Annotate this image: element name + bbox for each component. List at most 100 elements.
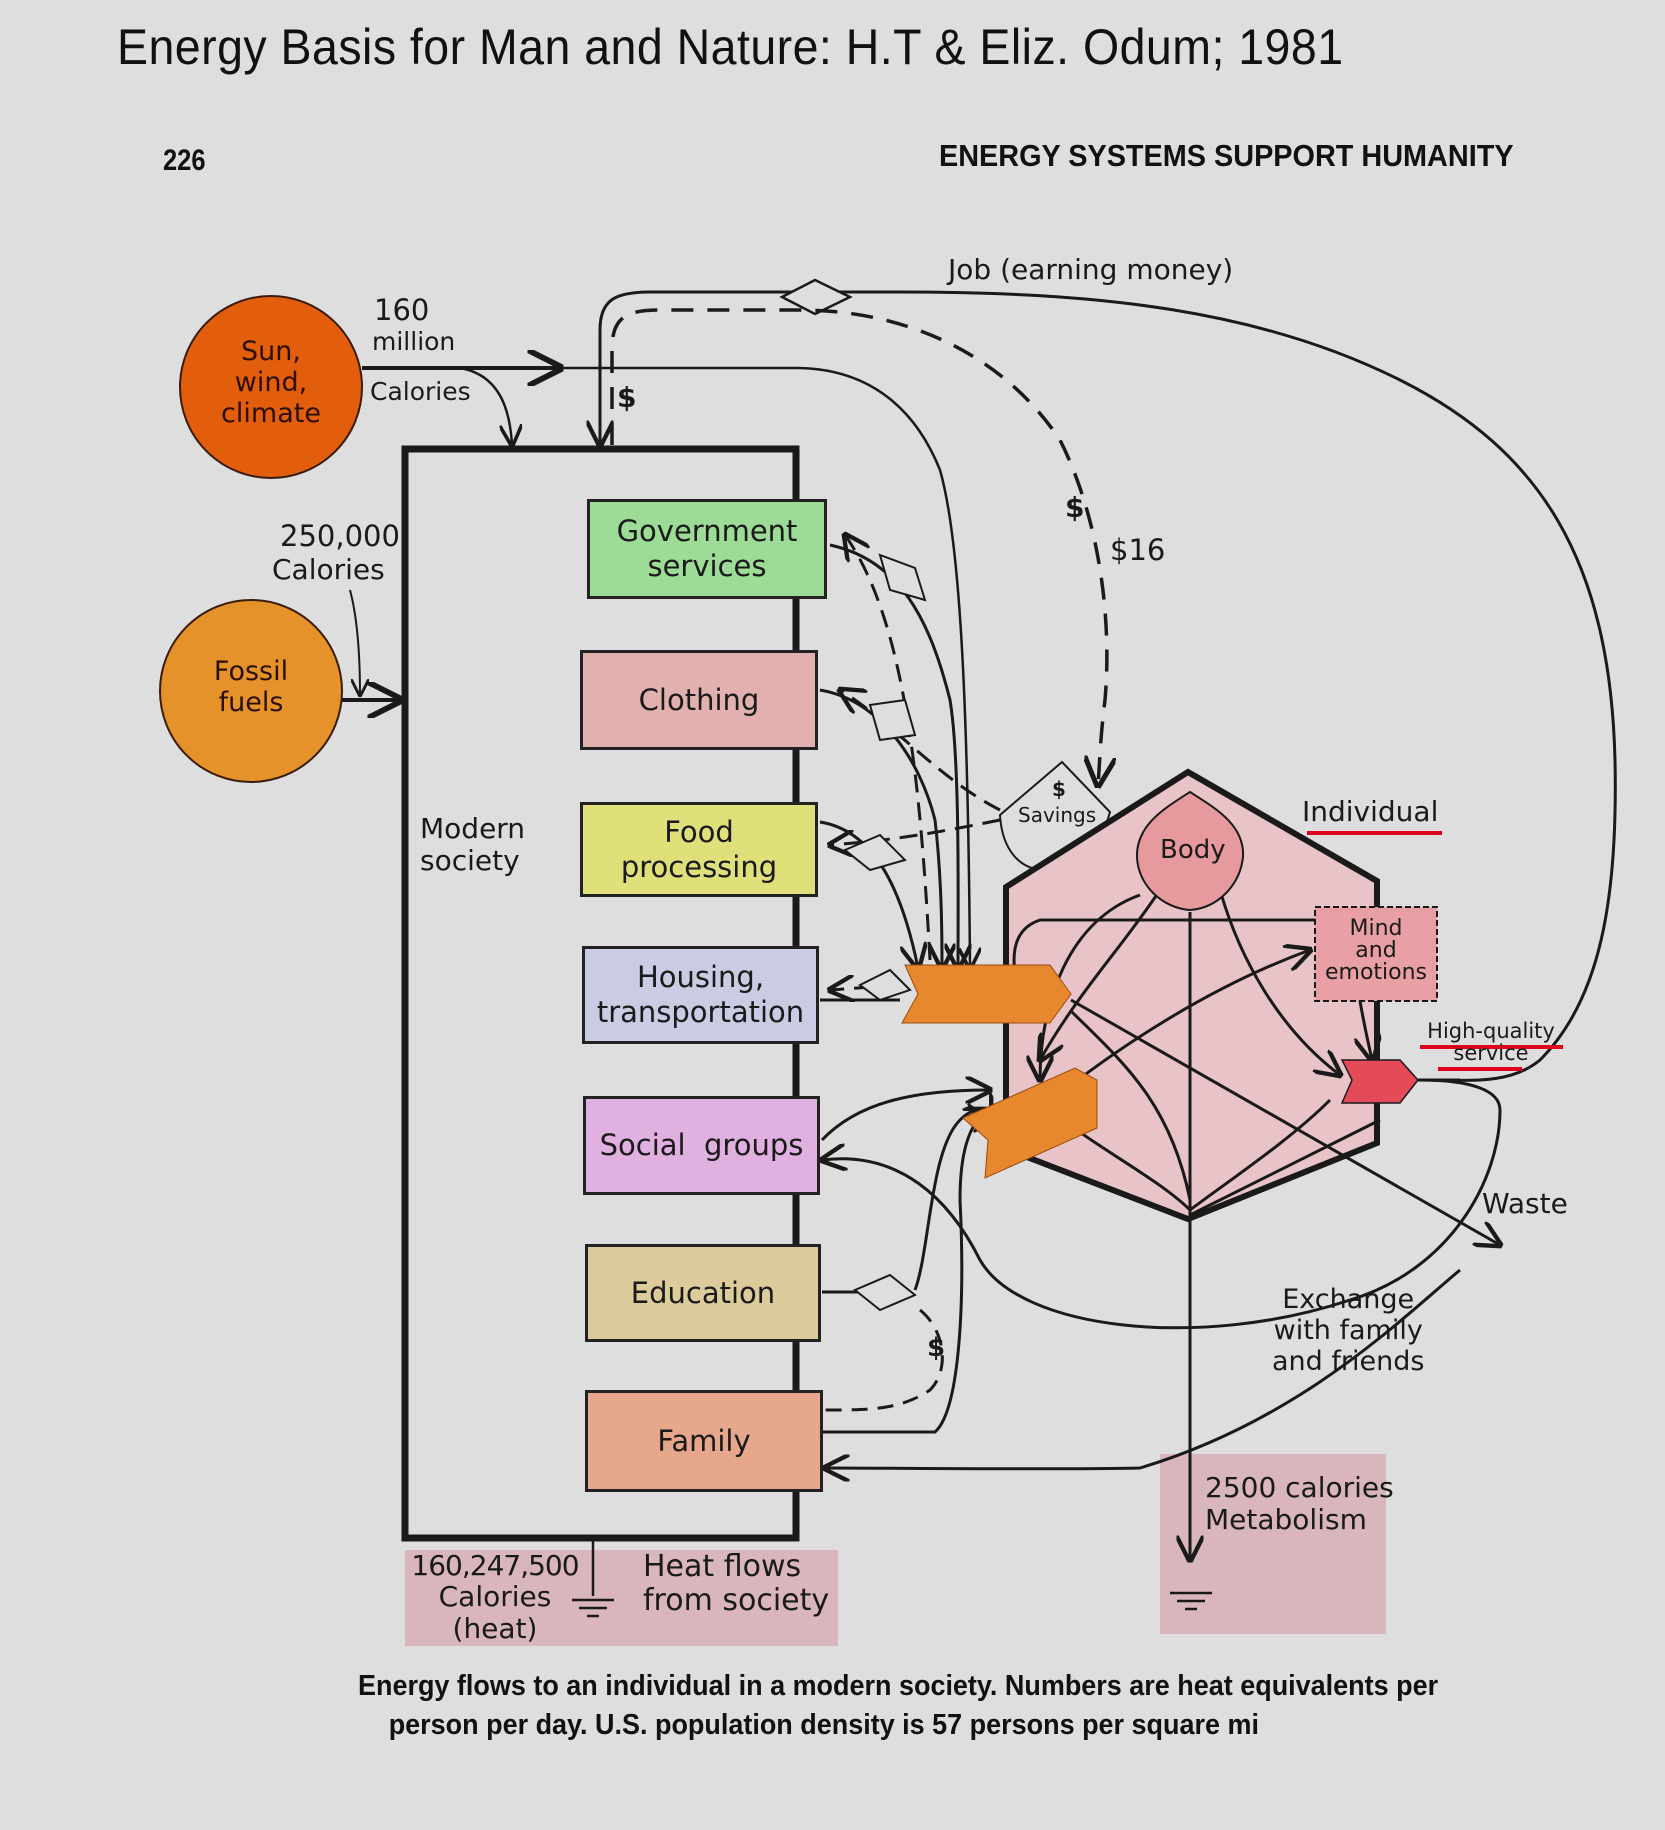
- hq-service-label: High-quality service: [1416, 1020, 1566, 1064]
- modern-society-label-line: Modern: [420, 812, 526, 845]
- sector-label-line: Housing,: [636, 960, 765, 995]
- fossil-source-circle: [159, 599, 343, 783]
- mind-emotions-box: [1314, 906, 1438, 1002]
- fossil-flow-unit: Calories: [272, 553, 385, 586]
- food-money-flow: [830, 818, 1001, 845]
- fossil-label-line: Fossil: [213, 656, 289, 687]
- dollar-label-education: $: [927, 1333, 946, 1363]
- heat-annotation-panel: [405, 1550, 838, 1646]
- mind-label-line: emotions: [1324, 960, 1428, 985]
- sector-label-line: Education: [630, 1275, 776, 1310]
- clothing-diamond: [868, 698, 917, 742]
- exchange-label-line: with family: [1273, 1315, 1423, 1347]
- sector-education[interactable]: Education: [585, 1244, 821, 1342]
- dollar-label-top: $: [617, 381, 637, 414]
- sun-source-circle: [179, 295, 363, 479]
- mind-label: Mind and emotions: [1315, 918, 1437, 984]
- family-inflow: [825, 1268, 1461, 1469]
- sector-label-line: processing: [620, 849, 778, 884]
- orange-input-arrow-upper: [901, 964, 1072, 1024]
- sun-label-line: climate: [221, 398, 321, 430]
- sun-flow-to-society: [459, 366, 512, 445]
- clothing-service-flow: [819, 688, 942, 968]
- gov-money-flow: [845, 535, 932, 961]
- hq-label-line: service: [1453, 1041, 1529, 1066]
- metabolism-value: 2500 calories: [1205, 1471, 1394, 1504]
- sun-flow-to-individual: [560, 366, 970, 968]
- fossil-label-line: fuels: [218, 687, 284, 719]
- fossil-calories-pointer: [349, 589, 360, 695]
- body-tank: [1135, 790, 1245, 912]
- sector-label-line: Family: [657, 1423, 751, 1458]
- figure-caption: Energy flows to an individual in a moder…: [358, 1667, 1438, 1745]
- sun-flow-value: 160: [374, 293, 430, 327]
- sector-label-line: Social groups: [599, 1128, 804, 1163]
- modern-society-label: Modern society: [420, 812, 526, 878]
- sun-flow-unit-calories: Calories: [370, 377, 471, 406]
- caption-line: person per day. U.S. population density …: [388, 1709, 1259, 1741]
- heat-flows-label-line: Heat flows: [643, 1549, 802, 1584]
- metabolism-ground-icon: [1170, 1591, 1212, 1611]
- sector-label-line: services: [647, 549, 767, 583]
- orange-input-arrow-lower: [962, 1067, 1098, 1179]
- dollar-label-mid: $: [1065, 491, 1085, 524]
- sector-clothing[interactable]: Clothing: [580, 650, 818, 750]
- heat-sink-ground-icon: [572, 1540, 614, 1618]
- sector-family[interactable]: Family: [585, 1390, 823, 1492]
- waste-label: Waste: [1482, 1187, 1568, 1220]
- savings-dollar-icon: $: [1052, 777, 1066, 801]
- clothing-money-flow: [840, 690, 1001, 812]
- exchange-label: Exchange with family and friends: [1272, 1284, 1424, 1377]
- heat-flows-label: Heat flows from society: [643, 1550, 829, 1617]
- hq-label-line: High-quality: [1427, 1019, 1555, 1043]
- metabolism-label: 2500 calories Metabolism: [1205, 1471, 1394, 1537]
- exchange-label-line: Exchange: [1282, 1284, 1415, 1315]
- heat-out-unit: Calories: [438, 1580, 552, 1614]
- slide-title: Energy Basis for Man and Nature: H.T & E…: [117, 19, 1344, 75]
- heat-flows-label-line: from society: [643, 1582, 830, 1618]
- savings-label: Savings: [1018, 803, 1097, 827]
- hq-service-arrow: [1340, 1059, 1419, 1104]
- caption-line: Energy flows to an individual in a moder…: [358, 1670, 1439, 1702]
- education-diamond: [853, 1273, 917, 1312]
- sector-label-line: transportation: [596, 995, 805, 1029]
- sector-label-line: Food: [664, 814, 734, 849]
- mind-label-line: Mind: [1349, 916, 1403, 941]
- sun-label: Sun, wind, climate: [211, 336, 331, 429]
- fossil-label: Fossil fuels: [191, 656, 311, 718]
- heat-out-label: 160,247,500 Calories (heat): [410, 1550, 580, 1644]
- job-diamond: [779, 278, 853, 316]
- heat-out-note: (heat): [452, 1611, 538, 1645]
- modern-society-frame: [401, 445, 800, 1542]
- metabolism-text: Metabolism: [1205, 1503, 1367, 1537]
- individual-label: Individual: [1302, 795, 1439, 828]
- exchange-label-line: and friends: [1272, 1346, 1425, 1378]
- sector-label-line: Clothing: [638, 682, 760, 717]
- wage-value-label: $16: [1110, 533, 1166, 567]
- education-loop: [913, 1111, 990, 1291]
- sector-housing-transportation[interactable]: Housing,transportation: [582, 946, 819, 1044]
- food-diamond: [843, 833, 907, 872]
- sun-label-line: wind,: [234, 367, 308, 399]
- job-label: Job (earning money): [948, 253, 1234, 286]
- mind-label-line: and: [1355, 938, 1397, 963]
- gov-diamond: [878, 553, 927, 602]
- sun-label-line: Sun,: [241, 336, 301, 367]
- heat-out-value: 160,247,500: [411, 1549, 579, 1582]
- fossil-flow-value: 250,000: [280, 519, 400, 553]
- dollar-flow-dashed: [610, 308, 1107, 785]
- education-dollar-dashed: [824, 1308, 944, 1412]
- sun-flow-unit-million: million: [372, 327, 456, 356]
- gov-service-flow: [829, 543, 958, 968]
- family-outflow: [822, 1110, 990, 1434]
- social-outflow: [820, 1090, 990, 1142]
- modern-society-label-line: society: [420, 844, 520, 878]
- running-head: ENERGY SYSTEMS SUPPORT HUMANITY: [939, 138, 1514, 173]
- job-earning-loop: [600, 290, 1617, 1082]
- body-label: Body: [1160, 835, 1226, 865]
- exchange-loop: [822, 1078, 1502, 1330]
- sector-label-line: Government: [616, 514, 798, 549]
- sector-social-groups[interactable]: Social groups: [583, 1096, 820, 1195]
